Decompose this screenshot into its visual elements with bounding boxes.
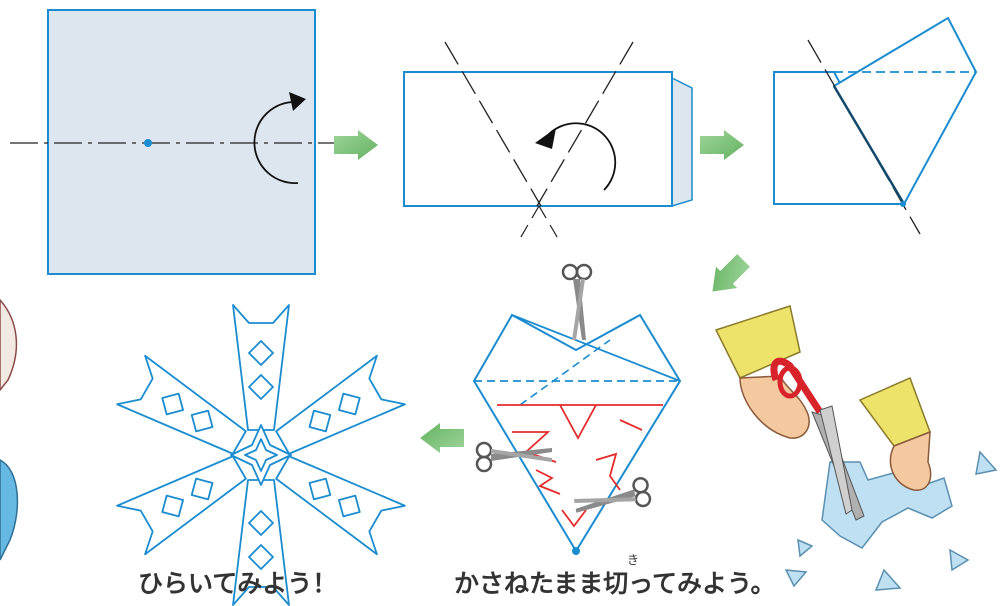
center-dot-icon bbox=[144, 139, 152, 147]
step-snowflake bbox=[117, 305, 405, 605]
green-arrow-down-left-icon bbox=[702, 250, 754, 302]
scissors-icon bbox=[563, 265, 591, 340]
caption-open: ひらいてみよう！ bbox=[138, 571, 337, 596]
step-rectangle-thirds bbox=[404, 42, 692, 242]
step-folded-wedge bbox=[774, 18, 976, 234]
step-square-fold bbox=[10, 10, 340, 274]
green-arrow-right-icon bbox=[700, 130, 744, 160]
green-arrow-right-icon bbox=[334, 130, 378, 160]
step-hands-cutting bbox=[716, 306, 996, 590]
green-arrow-left-icon bbox=[420, 423, 464, 453]
step-cut-pattern bbox=[474, 265, 680, 555]
furigana-ki: き bbox=[627, 554, 639, 566]
caption-cut: かさねたまま切ってみよう。 bbox=[454, 571, 776, 596]
child-figure-partial bbox=[0, 300, 17, 560]
